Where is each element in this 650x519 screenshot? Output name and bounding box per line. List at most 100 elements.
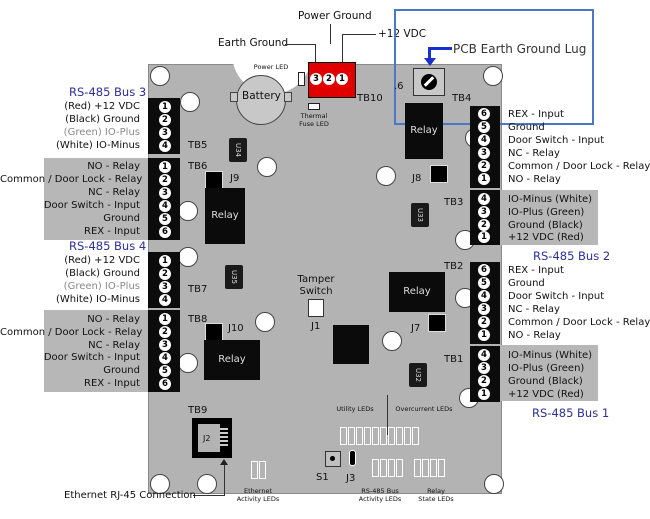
tb7-pin: 3 [159,281,171,293]
door-label: Ground [103,213,140,224]
overcurrent-led [388,427,395,445]
tamper-switch[interactable] [308,299,324,317]
earth-lug [413,68,445,96]
thermal-fuse-led-label: Thermal Fuse LED [299,112,329,128]
utility-led [364,427,371,445]
door-label: Door Switch - Input [508,291,605,302]
bus2-label: IO-Minus (White) [508,194,593,205]
utility-divider-line [387,395,388,435]
door-label: Ground [103,365,140,376]
tb7-pin: 1 [159,255,171,267]
tb4-pin: 4 [478,134,490,146]
door-label: REX - Input [508,109,564,120]
door-label: NO - Relay [87,161,140,172]
tb6-pin: 5 [159,213,171,225]
tb2-pin: 5 [478,277,490,289]
tb2-pin: 2 [478,316,490,328]
door-label: Ground [508,122,545,133]
bus1-label: +12 VDC (Red) [508,389,584,400]
bus2-label: IO-Plus (Green) [508,207,585,218]
tb3-pin: 2 [478,219,490,231]
overcurrent-led [412,427,419,445]
pcb-earth-lug-label: PCB Earth Ground Lug [453,42,587,56]
door-label: Ground [508,278,545,289]
tb4-pin: 2 [478,160,490,172]
rj45-arrow-line [224,464,225,495]
u35-chip: U35 [225,265,243,289]
door-label: REX - Input [84,378,140,389]
relay-component: Relay [204,340,260,380]
utility-led [372,427,379,445]
tb9-label: TB9 [188,405,208,416]
u34-chip: U34 [229,138,247,162]
mount-hole [180,92,200,112]
earth-ground-line-h [285,44,315,45]
ethernet-activity-leds-label: Ethernet Activity LEDs [236,487,280,503]
tb2-pin: 1 [478,329,490,341]
door-label: NO - Relay [87,314,140,325]
screw-icon [421,74,437,90]
door-label: Common / Door Lock - Relay [508,317,650,328]
relay-component: Relay [389,272,445,312]
mount-hole [178,201,198,221]
rs485-activity-leds-label: RS-485 Bus Activity LEDs [358,487,402,503]
relay-state-led [438,459,445,477]
mount-hole [257,157,277,177]
utility-led [356,427,363,445]
door-label: Common / Door Lock - Relay [0,327,143,338]
bus2-label: +12 VDC (Red) [508,232,584,243]
tb2-pin: 4 [478,290,490,302]
tb2-pin: 3 [478,303,490,315]
left-door-bottom-bg [44,310,148,392]
tb10-pin: 2 [323,73,335,85]
left-door-top-bg [44,158,148,240]
mount-hole [376,166,396,186]
mount-hole [150,474,170,494]
right-bus2-bg [500,190,598,245]
j8-label: J8 [412,173,422,184]
rs485-bus3-title: RS-485 Bus 3 [69,85,147,99]
u32-chip: U32 [409,363,427,387]
mount-hole [197,474,217,494]
relay-state-led [414,459,421,477]
door-label: REX - Input [508,265,564,276]
bus3-label: (Green) IO-Plus [63,127,140,138]
overcurrent-led [396,427,403,445]
tb4-label: TB4 [452,93,472,104]
s1-button[interactable] [325,451,341,467]
rs485-activity-led [396,459,403,477]
j3-jumper [349,450,356,466]
rj45-jack [192,418,232,458]
tb4-pin: 3 [478,147,490,159]
tb5-label: TB5 [188,140,208,151]
tb7-label: TB7 [188,284,208,295]
mount-hole [150,66,170,86]
j2-label: J2 [203,434,211,443]
tb7-pin: 2 [159,268,171,280]
utility-leds-label: Utility LEDs [336,405,374,413]
tb4-partial-label: .6 [394,81,404,92]
bus4-label: (White) IO-Minus [55,294,140,305]
mount-hole [178,247,198,267]
j9-label: J9 [230,173,240,184]
tb6-pin: 4 [159,200,171,212]
tb8-pin: 3 [159,339,171,351]
tb1-pin: 2 [478,375,490,387]
j9-jumper [205,171,223,189]
mount-hole [484,474,504,494]
tb10-pin: 3 [310,73,322,85]
rs485-activity-led [372,459,379,477]
lug-arrow-head-icon [424,58,436,66]
tb1-pin: 4 [478,349,490,361]
power-led [298,72,305,86]
rs485-bus4-title: RS-485 Bus 4 [69,239,147,253]
tb4-pin: 5 [478,121,490,133]
relay-component: Relay [205,188,245,244]
mount-hole [382,331,402,351]
mount-hole [178,353,198,373]
bus1-label: IO-Plus (Green) [508,363,585,374]
tb2-label: TB2 [444,261,464,272]
tb5-pin: 3 [159,127,171,139]
tb6-pin: 6 [159,226,171,238]
power-ground-line [330,24,331,44]
